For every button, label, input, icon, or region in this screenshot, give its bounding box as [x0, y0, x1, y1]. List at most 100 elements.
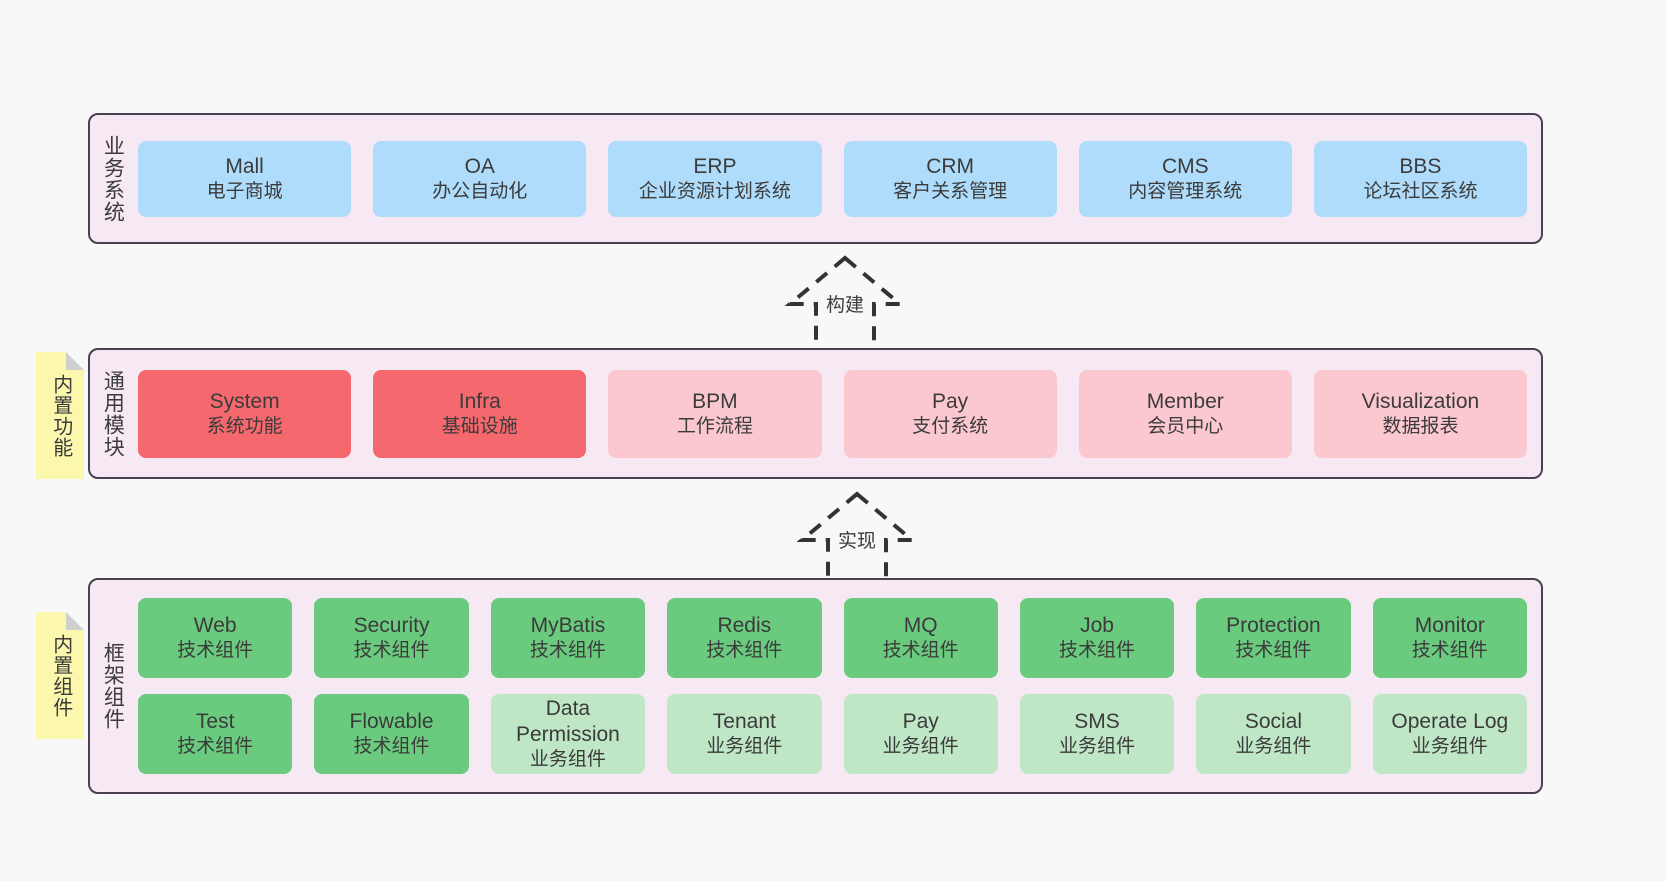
layer-title-business: 业务系统 — [101, 134, 125, 223]
card-subtitle: 技术组件 — [1411, 640, 1488, 662]
card-subtitle: 客户关系管理 — [893, 180, 1008, 202]
sticky-note-builtin-features[interactable]: 内置功能 — [36, 352, 84, 479]
sticky-note-label: 内置组件 — [49, 633, 72, 718]
card-title: Social — [1244, 710, 1303, 733]
card-protection[interactable]: Protection 技术组件 — [1196, 598, 1351, 678]
connector-build: 构建 — [750, 252, 940, 354]
card-mall[interactable]: Mall 电子商城 — [138, 140, 352, 217]
card-title: CRM — [926, 154, 975, 178]
connector-label-implement: 实现 — [834, 526, 880, 553]
card-title: OA — [464, 154, 495, 178]
card-data-permission[interactable]: Data Permission 业务组件 — [490, 694, 646, 774]
card-row: Web 技术组件 Security 技术组件 MyBatis 技术组件 Redi… — [138, 598, 1527, 678]
card-title: MyBatis — [530, 614, 606, 637]
card-subtitle: 业务组件 — [1235, 736, 1312, 758]
card-subtitle: 工作流程 — [676, 415, 753, 437]
card-subtitle: 技术组件 — [353, 736, 430, 758]
card-subtitle: 业务组件 — [1411, 736, 1488, 758]
card-subtitle: 技术组件 — [529, 640, 606, 662]
layer-body-framework: Web 技术组件 Security 技术组件 MyBatis 技术组件 Redi… — [134, 580, 1541, 792]
card-title: BBS — [1399, 154, 1442, 178]
card-security[interactable]: Security 技术组件 — [314, 598, 469, 678]
card-subtitle: 技术组件 — [882, 640, 959, 662]
card-erp[interactable]: ERP 企业资源计划系统 — [608, 140, 822, 217]
card-subtitle: 业务组件 — [529, 749, 606, 771]
card-title: Monitor — [1414, 614, 1485, 637]
card-title: Job — [1080, 614, 1114, 637]
card-subtitle: 论坛社区系统 — [1363, 180, 1478, 202]
card-title: Tenant — [712, 710, 776, 733]
layer-title-modules: 通用模块 — [101, 369, 125, 458]
card-title: Mall — [225, 154, 264, 178]
layer-body-business: Mall 电子商城 OA 办公自动化 ERP 企业资源计划系统 CRM 客户关系… — [134, 115, 1541, 242]
layer-body-modules: System 系统功能 Infra 基础设施 BPM 工作流程 Pay 支付系统… — [134, 350, 1541, 477]
card-visualization[interactable]: Visualization 数据报表 — [1313, 369, 1528, 458]
card-subtitle: 业务组件 — [1059, 736, 1136, 758]
card-subtitle: 技术组件 — [177, 640, 254, 662]
card-system[interactable]: System 系统功能 — [138, 369, 352, 458]
card-infra[interactable]: Infra 基础设施 — [373, 369, 587, 458]
card-subtitle: 技术组件 — [1235, 640, 1312, 662]
card-redis[interactable]: Redis 技术组件 — [667, 598, 822, 678]
card-cms[interactable]: CMS 内容管理系统 — [1078, 140, 1292, 217]
card-subtitle: 基础设施 — [441, 415, 518, 437]
card-crm[interactable]: CRM 客户关系管理 — [843, 140, 1057, 217]
card-subtitle: 内容管理系统 — [1128, 180, 1243, 202]
card-subtitle: 业务组件 — [882, 736, 959, 758]
card-title: Visualization — [1361, 389, 1480, 413]
card-title: BPM — [692, 389, 738, 413]
card-subtitle: 系统功能 — [206, 415, 283, 437]
card-monitor[interactable]: Monitor 技术组件 — [1372, 598, 1527, 678]
card-title: System — [209, 389, 280, 413]
card-subtitle: 支付系统 — [912, 415, 989, 437]
sticky-note-builtin-components[interactable]: 内置组件 — [36, 612, 84, 739]
card-title: Pay — [902, 710, 939, 733]
card-row: Mall 电子商城 OA 办公自动化 ERP 企业资源计划系统 CRM 客户关系… — [138, 140, 1528, 217]
card-subtitle: 会员中心 — [1147, 415, 1224, 437]
connector-label-build: 构建 — [822, 290, 868, 317]
card-flowable[interactable]: Flowable 技术组件 — [314, 694, 469, 774]
card-web[interactable]: Web 技术组件 — [138, 598, 293, 678]
card-title: Security — [353, 614, 430, 637]
card-row: System 系统功能 Infra 基础设施 BPM 工作流程 Pay 支付系统… — [138, 369, 1528, 458]
card-subtitle: 业务组件 — [706, 736, 783, 758]
layer-business-systems[interactable]: 业务系统 Mall 电子商城 OA 办公自动化 ERP 企业资源计划系统 CRM… — [88, 113, 1543, 244]
card-member[interactable]: Member 会员中心 — [1078, 369, 1292, 458]
card-bbs[interactable]: BBS 论坛社区系统 — [1313, 140, 1528, 217]
card-title: Flowable — [349, 710, 434, 733]
card-tenant[interactable]: Tenant 业务组件 — [667, 694, 822, 774]
card-subtitle: 技术组件 — [353, 640, 430, 662]
card-title: CMS — [1161, 154, 1209, 178]
card-title: SMS — [1074, 710, 1120, 733]
card-subtitle: 技术组件 — [706, 640, 783, 662]
card-test[interactable]: Test 技术组件 — [138, 694, 293, 774]
layer-framework-components[interactable]: 框架组件 Web 技术组件 Security 技术组件 MyBatis 技术组件… — [88, 578, 1543, 794]
card-title: Member — [1146, 389, 1224, 413]
card-subtitle: 技术组件 — [1059, 640, 1136, 662]
card-row: Test 技术组件 Flowable 技术组件 Data Permission … — [138, 694, 1527, 774]
card-pay-component[interactable]: Pay 业务组件 — [843, 694, 998, 774]
card-social[interactable]: Social 业务组件 — [1196, 694, 1351, 774]
card-operate-log[interactable]: Operate Log 业务组件 — [1372, 694, 1527, 774]
card-subtitle: 技术组件 — [177, 736, 254, 758]
card-title: Operate Log — [1391, 710, 1509, 733]
card-title: Data Permission — [516, 696, 620, 747]
card-title: Pay — [932, 389, 969, 413]
card-subtitle: 电子商城 — [206, 180, 283, 202]
card-title: Infra — [458, 389, 501, 413]
card-title: Redis — [717, 614, 772, 637]
card-bpm[interactable]: BPM 工作流程 — [608, 369, 822, 458]
card-title: Protection — [1226, 614, 1321, 637]
connector-implement: 实现 — [762, 488, 952, 590]
card-sms[interactable]: SMS 业务组件 — [1019, 694, 1175, 774]
card-mq[interactable]: MQ 技术组件 — [843, 598, 998, 678]
card-pay-module[interactable]: Pay 支付系统 — [843, 369, 1057, 458]
card-mybatis[interactable]: MyBatis 技术组件 — [490, 598, 646, 678]
layer-common-modules[interactable]: 通用模块 System 系统功能 Infra 基础设施 BPM 工作流程 Pay… — [88, 348, 1543, 479]
card-subtitle: 办公自动化 — [432, 180, 528, 202]
card-title: Web — [193, 614, 237, 637]
card-oa[interactable]: OA 办公自动化 — [373, 140, 587, 217]
card-job[interactable]: Job 技术组件 — [1019, 598, 1175, 678]
card-title: ERP — [693, 154, 737, 178]
